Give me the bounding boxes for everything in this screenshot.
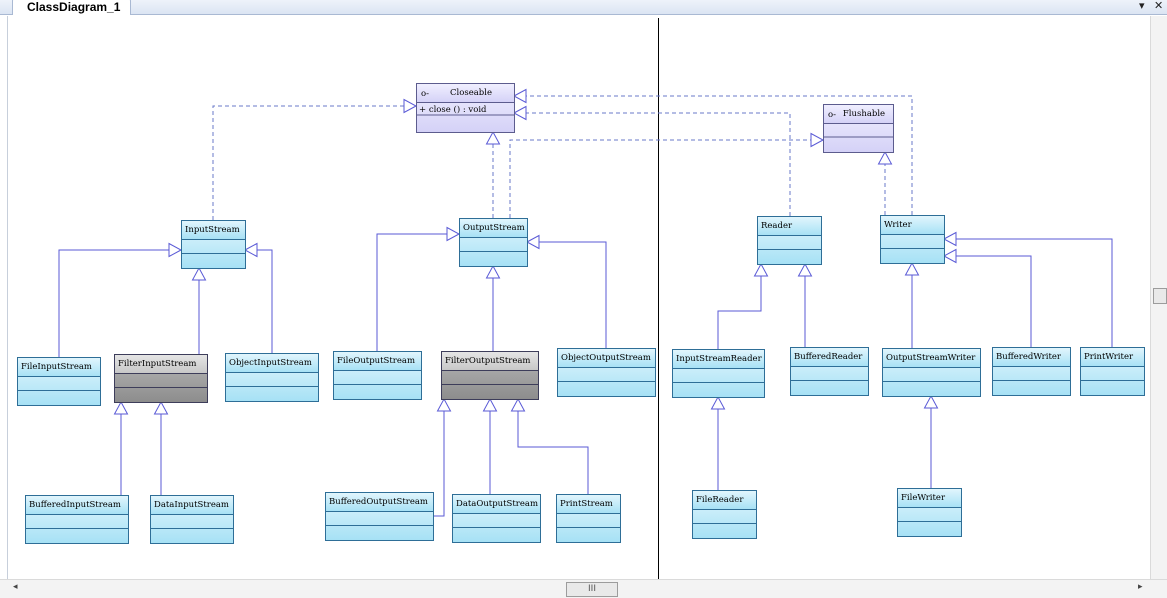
generalization-bufferedinputstream-to-filterinputstream[interactable] [113,400,129,495]
scroll-left-icon[interactable]: ◂ [13,582,18,592]
tab-classdiagram[interactable]: ClassDiagram_1 [12,0,132,15]
generalization-filterinputstream-to-inputstream[interactable] [191,266,207,354]
vertical-scroll-thumb[interactable] [1153,288,1167,304]
generalization-filewriter-to-outputstreamwriter[interactable] [923,394,939,488]
class-name: FileInputStream [21,362,92,372]
class-box-dataoutputstream[interactable]: DataOutputStream [452,494,541,543]
class-box-bufferedoutputstream[interactable]: BufferedOutputStream [325,492,434,541]
class-name: OutputStreamWriter [886,353,976,363]
vertical-scrollbar[interactable] [1150,16,1167,579]
class-name: FilterOutputStream [445,356,531,366]
scroll-right-icon[interactable]: ▸ [1138,582,1143,592]
class-box-writer[interactable]: Writer [880,215,945,264]
class-name: ObjectOutputStream [561,353,651,363]
generalization-fileoutputstream-to-outputstream[interactable] [376,226,461,352]
class-name: Writer [884,220,913,230]
class-box-bufferedreader[interactable]: BufferedReader [790,347,869,396]
class-box-filereader[interactable]: FileReader [692,490,757,539]
generalization-bufferedwriter-to-writer[interactable] [942,248,1032,348]
class-name: FileOutputStream [337,356,415,366]
class-box-bufferedwriter[interactable]: BufferedWriter [992,347,1071,396]
class-name: DataInputStream [154,500,229,510]
horizontal-scrollbar[interactable]: ◂ III ▸ [0,579,1167,598]
close-icon[interactable]: ✕ [1154,0,1164,12]
generalization-bufferedoutputstream-to-filteroutputstream[interactable] [433,397,452,517]
class-box-printwriter[interactable]: PrintWriter [1080,347,1145,396]
classes: o- Closeable + close () : void o- FlushableI… [17,83,1145,544]
class-box-bufferedinputstream[interactable]: BufferedInputStream [25,495,129,544]
tab-bar: ClassDiagram_1 ▾ ✕ [0,0,1167,15]
class-box-outputstreamwriter[interactable]: OutputStreamWriter [882,348,981,397]
generalization-fileinputstream-to-inputstream[interactable] [58,242,183,358]
class-name: BufferedReader [794,352,863,362]
class-name: BufferedOutputStream [329,497,428,507]
class-box-datainputstream[interactable]: DataInputStream [150,495,234,544]
generalization-objectinputstream-to-inputstream[interactable] [243,242,273,354]
interface-marker: o- [421,89,429,99]
generalization-printstream-to-filteroutputstream[interactable] [510,397,589,494]
class-name: OutputStream [463,223,525,233]
generalization-inputstreamreader-to-reader[interactable] [717,262,769,349]
tab-title: ClassDiagram_1 [27,0,121,14]
class-box-objectoutputstream[interactable]: ObjectOutputStream [557,348,656,397]
class-name: BufferedInputStream [29,500,121,510]
tab-menu-icon[interactable]: ▾ [1139,0,1145,12]
class-box-fileinputstream[interactable]: FileInputStream [17,357,101,406]
realization-outputstream-to-closeable[interactable] [485,130,501,218]
realization-reader-to-closeable[interactable] [512,105,791,217]
generalization-filteroutputstream-to-outputstream[interactable] [485,264,501,351]
class-name: BufferedWriter [996,352,1062,362]
horizontal-scroll-thumb[interactable]: III [566,582,618,597]
class-box-objectinputstream[interactable]: ObjectInputStream [225,353,319,402]
generalization-datainputstream-to-filterinputstream[interactable] [153,400,169,495]
class-name: Closeable [450,88,492,98]
class-name: Flushable [843,109,885,119]
class-name: InputStreamReader [676,354,763,364]
class-name: PrintStream [560,499,613,509]
generalization-bufferedreader-to-reader[interactable] [797,262,813,347]
class-box-outputstream[interactable]: OutputStream [459,218,528,267]
generalization-filereader-to-inputstreamreader[interactable] [710,395,726,490]
class-box-filteroutputstream[interactable]: FilterOutputStream [441,351,539,400]
generalization-dataoutputstream-to-filteroutputstream[interactable] [482,397,498,494]
generalization-objectoutputstream-to-outputstream[interactable] [525,234,607,349]
relations [58,88,1113,517]
class-box-reader[interactable]: Reader [757,216,822,265]
class-box-filterinputstream[interactable]: FilterInputStream [114,354,208,403]
scroll-grip: III [588,584,596,594]
generalization-outputstreamwriter-to-writer[interactable] [904,261,920,348]
class-name: FileWriter [901,493,946,503]
class-name: FileReader [696,495,744,505]
realization-inputstream-to-closeable[interactable] [212,98,418,221]
generalization-printwriter-to-writer[interactable] [942,231,1113,348]
class-box-printstream[interactable]: PrintStream [556,494,621,543]
class-name: FilterInputStream [118,359,196,369]
class-box-closeable[interactable]: o- Closeable + close () : void [416,83,515,133]
class-name: PrintWriter [1084,352,1134,362]
class-name: Reader [761,221,793,231]
class-name: ObjectInputStream [229,358,312,368]
diagram-canvas[interactable] [7,16,1150,579]
class-name: DataOutputStream [456,499,538,509]
class-box-inputstreamreader[interactable]: InputStreamReader [672,349,765,398]
class-box-fileoutputstream[interactable]: FileOutputStream [333,351,422,400]
class-box-flushable[interactable]: o- Flushable [823,104,894,153]
class-operation: + close () : void [419,104,487,115]
class-box-inputstream[interactable]: InputStream [181,220,246,269]
interface-marker: o- [828,110,836,120]
realization-outputstream-to-flushable[interactable] [509,132,825,219]
realization-writer-to-flushable[interactable] [877,150,893,215]
class-box-filewriter[interactable]: FileWriter [897,488,962,537]
realization-writer-to-closeable[interactable] [512,88,913,216]
class-name: InputStream [185,225,240,235]
